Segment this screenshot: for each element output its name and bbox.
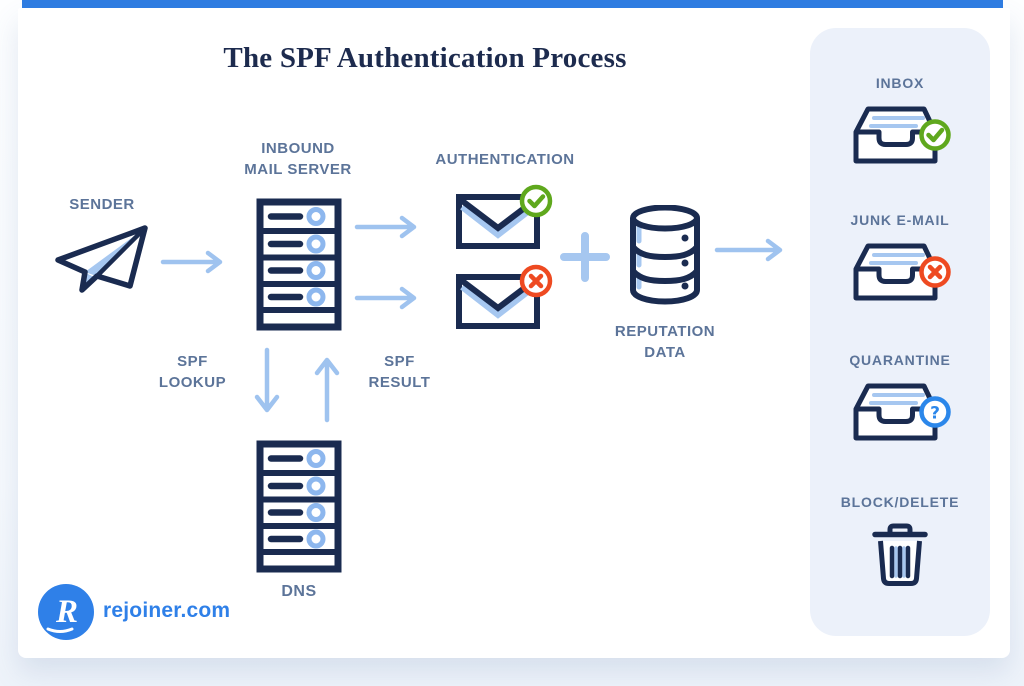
arrow-to-pass-envelope-icon (354, 215, 417, 239)
cross-badge-icon (519, 264, 553, 298)
arrow-to-outcomes-icon (714, 238, 783, 262)
rejoiner-site-text: rejoiner.com (103, 599, 231, 622)
mail-server-icon (256, 198, 342, 331)
arrow-down-icon (254, 347, 280, 413)
database-icon (630, 205, 700, 305)
page-title: The SPF Authentication Process (223, 42, 627, 74)
dns-label: DNS (281, 583, 317, 600)
cross-badge-icon (919, 256, 951, 288)
arrow-sender-to-server-icon (160, 250, 223, 274)
block-delete-label: BLOCK/DELETE (840, 494, 960, 510)
envelope-pass-icon (456, 184, 553, 249)
top-accent-bar (22, 0, 1003, 8)
plus-icon (560, 232, 610, 282)
junk-tray-cross-icon (853, 243, 951, 301)
quarantine-tray-question-icon: ? (853, 383, 951, 441)
reputation-data-label: REPUTATION DATA (614, 323, 716, 361)
dns-server-icon (256, 440, 342, 573)
svg-text:?: ? (930, 404, 940, 424)
paper-plane-icon (55, 225, 148, 293)
rejoiner-logo-mark-icon: R (46, 594, 78, 633)
inbox-tray-check-icon (853, 106, 951, 164)
trash-icon (872, 523, 928, 586)
check-badge-icon (919, 119, 951, 151)
envelope-fail-icon (456, 264, 553, 329)
sender-label: SENDER (69, 196, 135, 213)
svg-text:R: R (55, 594, 78, 630)
inbound-mail-server-label: INBOUND MAIL SERVER (244, 140, 352, 178)
rejoiner-logo: R (38, 584, 94, 640)
arrow-to-fail-envelope-icon (354, 286, 417, 310)
question-badge-icon: ? (919, 396, 951, 428)
arrow-up-icon (314, 357, 340, 423)
outcomes-panel: INBOX JUNK E-MAIL QUARANTINE ? BLOCK/DEL… (810, 28, 990, 636)
check-badge-icon (519, 184, 553, 218)
spf-result-label: SPF RESULT (368, 353, 431, 391)
inbox-label: INBOX (875, 75, 925, 91)
quarantine-label: QUARANTINE (849, 352, 951, 368)
spf-lookup-label: SPF LOOKUP (158, 353, 227, 391)
junk-email-label: JUNK E-MAIL (850, 212, 950, 228)
authentication-label: AUTHENTICATION (435, 151, 575, 168)
